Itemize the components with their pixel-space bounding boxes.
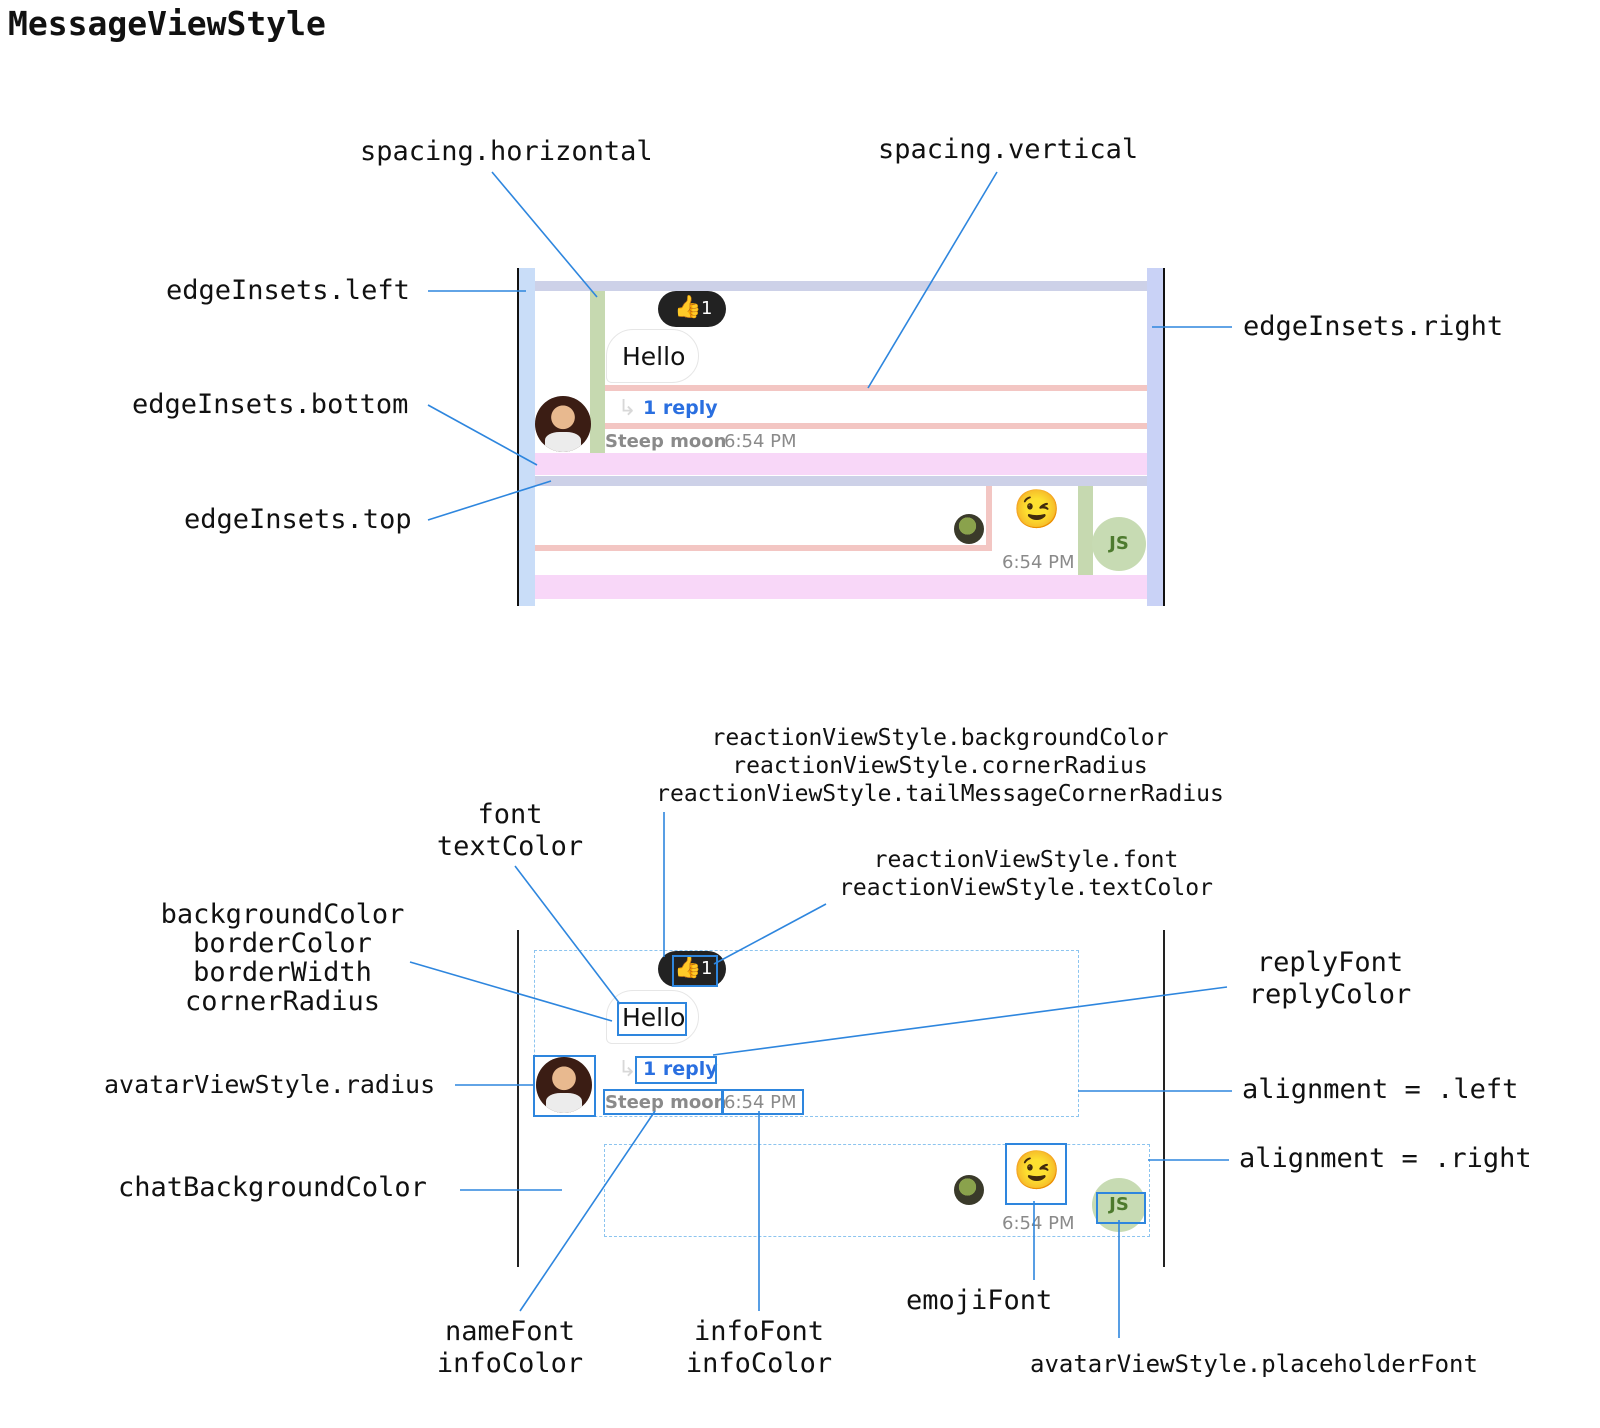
spacing-vertical-line-2 [605, 423, 1147, 429]
thumbs-up-icon: 👍 [674, 955, 702, 980]
label-edge-insets-right: edgeInsets.right [1243, 311, 1504, 342]
thumbs-up-icon: 👍 [674, 295, 702, 320]
right-aligned-message-frame [604, 1144, 1150, 1237]
author-name-annotated: Steep moon [605, 1092, 727, 1113]
reply-link-annotated[interactable]: 1 reply [643, 1058, 718, 1080]
winking-face-icon: 😉 [1013, 1150, 1061, 1192]
label-spacing-horizontal: spacing.horizontal [360, 136, 653, 167]
right-edge-line [1163, 268, 1165, 606]
read-receipt-avatar [954, 1175, 984, 1205]
label-spacing-vertical: spacing.vertical [878, 134, 1139, 165]
label-avatar-radius: avatarViewStyle.radius [104, 1070, 436, 1099]
message-time: 6:54 PM [724, 431, 797, 452]
label-info-font: infoFont infoColor [685, 1316, 833, 1379]
message2-time: 6:54 PM [1002, 552, 1075, 573]
label-edge-insets-bottom: edgeInsets.bottom [132, 389, 409, 420]
left-edge-line [517, 268, 519, 606]
avatar-placeholder[interactable]: JS [1092, 517, 1146, 571]
avatar-highlight [533, 1055, 596, 1117]
edge-inset-top-band-1 [535, 281, 1147, 291]
top-layout-diagram: 👍 1 Hello ↳ 1 reply Steep moon 6:54 PM 😉… [0, 0, 1600, 640]
label-reaction-font: reactionViewStyle.font reactionViewStyle… [839, 847, 1213, 901]
spacing-horizontal-bar-1 [590, 291, 605, 453]
reaction-badge-annotated[interactable]: 👍 1 [658, 951, 726, 987]
spacing-horizontal-bar-2 [1078, 486, 1093, 575]
read-receipt-avatar [954, 514, 984, 544]
message-bubble[interactable] [606, 329, 699, 383]
label-reply: replyFont replyColor [1248, 947, 1412, 1010]
label-placeholder-font: avatarViewStyle.placeholderFont [1030, 1350, 1478, 1378]
message-text-highlight [617, 1002, 687, 1036]
message-time-highlight [722, 1089, 804, 1115]
avatar-annotated[interactable] [536, 1057, 592, 1113]
reply-highlight [635, 1056, 717, 1084]
edge-inset-top-band-2 [535, 476, 1147, 486]
reaction-badge[interactable]: 👍 1 [658, 291, 726, 327]
placeholder-highlight [1096, 1192, 1146, 1224]
label-alignment-right: alignment = .right [1239, 1143, 1532, 1174]
label-edge-insets-left: edgeInsets.left [166, 275, 410, 306]
left-aligned-message-frame [534, 950, 1079, 1117]
reaction-content-highlight [672, 955, 718, 987]
edge-inset-bottom-band-1 [535, 453, 1147, 475]
emoji-highlight [1005, 1143, 1067, 1205]
spacing-vertical-line-4 [986, 486, 992, 548]
spacing-vertical-line-3 [535, 545, 992, 551]
label-bubble-style: backgroundColor borderColor borderWidth … [160, 899, 405, 1017]
label-emoji-font: emojiFont [906, 1285, 1053, 1316]
edge-inset-bottom-band-2 [535, 575, 1147, 599]
message-text-annotated: Hello [622, 1003, 686, 1032]
edge-inset-left-band [519, 268, 535, 606]
label-reaction-style: reactionViewStyle.backgroundColor reacti… [656, 725, 1224, 807]
diagram-title: MessageViewStyle [8, 4, 326, 43]
chat-left-border [517, 930, 519, 1267]
message-text: Hello [622, 342, 686, 371]
reaction-count: 1 [701, 958, 713, 979]
spacing-vertical-line-1 [605, 385, 1147, 391]
chat-right-border [1163, 930, 1165, 1267]
label-chat-background: chatBackgroundColor [118, 1172, 427, 1203]
reply-arrow-icon: ↳ [618, 1057, 637, 1082]
message-time-annotated: 6:54 PM [724, 1092, 797, 1113]
message2-time-annotated: 6:54 PM [1002, 1213, 1075, 1234]
label-name-font: nameFont infoColor [436, 1316, 584, 1379]
edge-inset-right-band [1147, 268, 1163, 606]
reply-link[interactable]: 1 reply [643, 397, 718, 419]
avatar[interactable] [535, 396, 591, 452]
reply-arrow-icon: ↳ [618, 396, 637, 421]
label-alignment-left: alignment = .left [1242, 1074, 1519, 1105]
reaction-count: 1 [701, 298, 713, 319]
label-edge-insets-top: edgeInsets.top [184, 504, 412, 535]
author-name: Steep moon [605, 431, 727, 452]
winking-face-icon: 😉 [1013, 489, 1061, 531]
label-font: font textColor [436, 799, 584, 862]
